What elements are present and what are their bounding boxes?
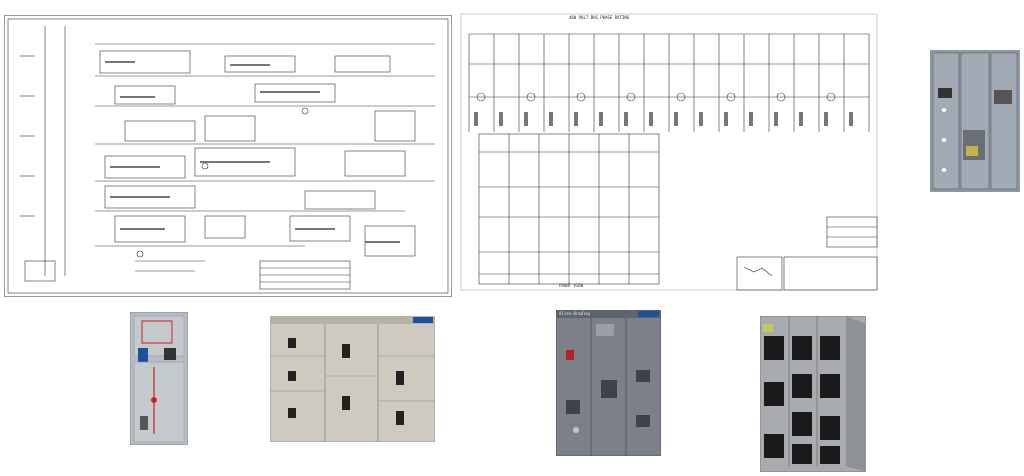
mcc-cabinet-photo-4 — [759, 315, 867, 473]
one-line-drawing — [460, 13, 878, 291]
brand-label: Allen-Bradley — [559, 311, 591, 316]
mcc-cabinet-photo-top-right — [930, 50, 1020, 192]
mcc-cabinet-graphic — [930, 50, 1020, 192]
mcc-cabinet-graphic — [759, 315, 867, 473]
control-wiring-schematic — [4, 15, 452, 297]
mcc-cabinet-graphic — [269, 315, 436, 443]
mcc-cabinet-photo-3: Allen-Bradley — [555, 309, 662, 457]
one-line-header: 480 VOLT BUS PHASE RATING — [569, 15, 630, 20]
mcc-cabinet-graphic — [555, 309, 662, 457]
mcc-cabinet-photo-1 — [129, 311, 189, 446]
one-line-diagram: 480 VOLT BUS PHASE RATING FRONT VIEW — [459, 12, 879, 292]
front-view-label: FRONT VIEW — [559, 283, 584, 288]
mcc-cabinet-photo-2 — [269, 315, 436, 443]
mcc-cabinet-graphic — [129, 311, 189, 446]
schematic-drawing — [7, 18, 449, 294]
